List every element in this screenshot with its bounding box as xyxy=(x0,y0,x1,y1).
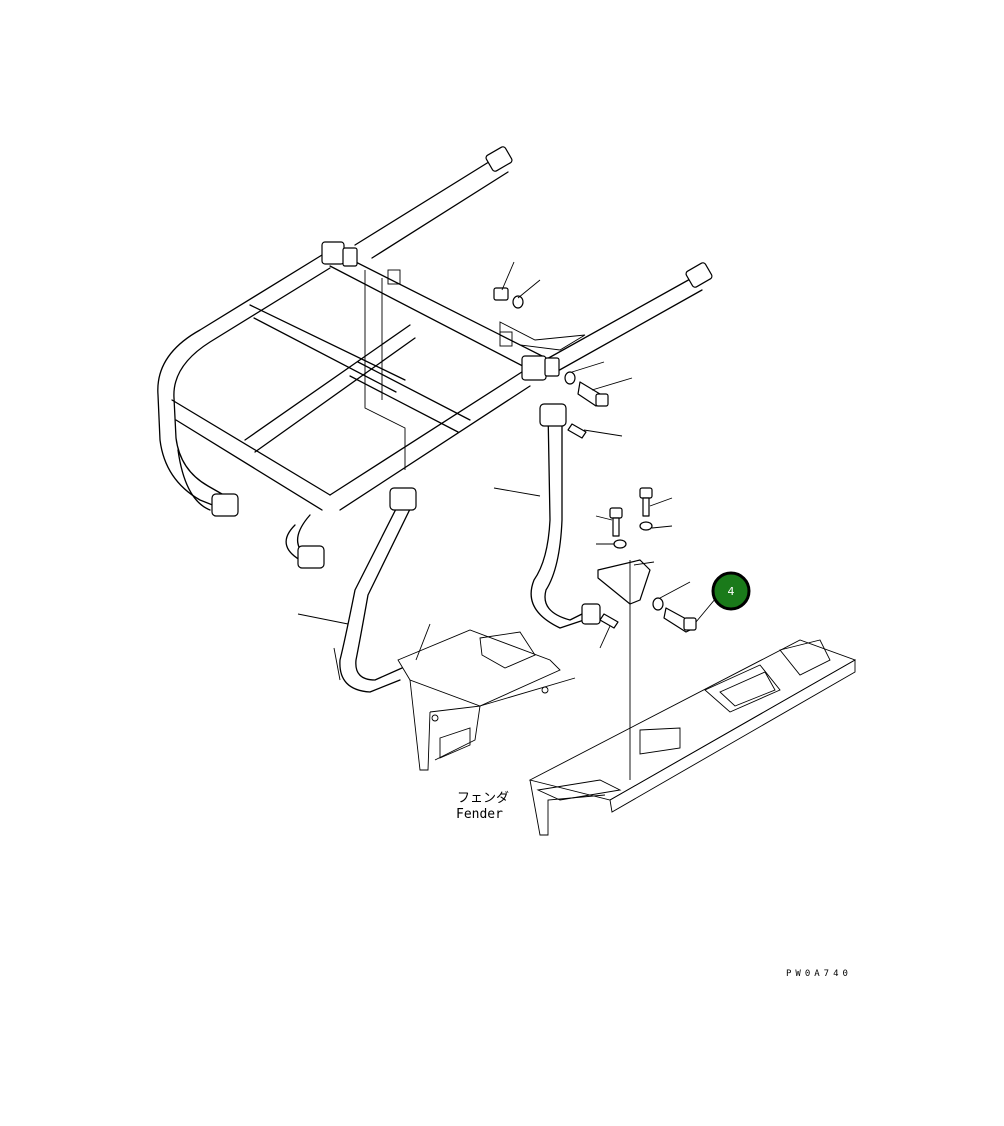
left-fender-bracket xyxy=(397,623,576,771)
callout-number: 4 xyxy=(728,585,735,598)
callout-badge-4[interactable]: 4 xyxy=(711,571,751,611)
callout-circle[interactable] xyxy=(711,571,751,611)
hardware-parts xyxy=(493,261,717,649)
drawing-code: PW0A740 xyxy=(786,969,852,979)
right-fender-rail xyxy=(528,560,857,836)
roof-frame xyxy=(157,146,713,569)
handrails xyxy=(297,403,601,693)
fender-label-en: Fender xyxy=(456,807,503,822)
fender-label-jp: フェンダ xyxy=(457,791,509,806)
